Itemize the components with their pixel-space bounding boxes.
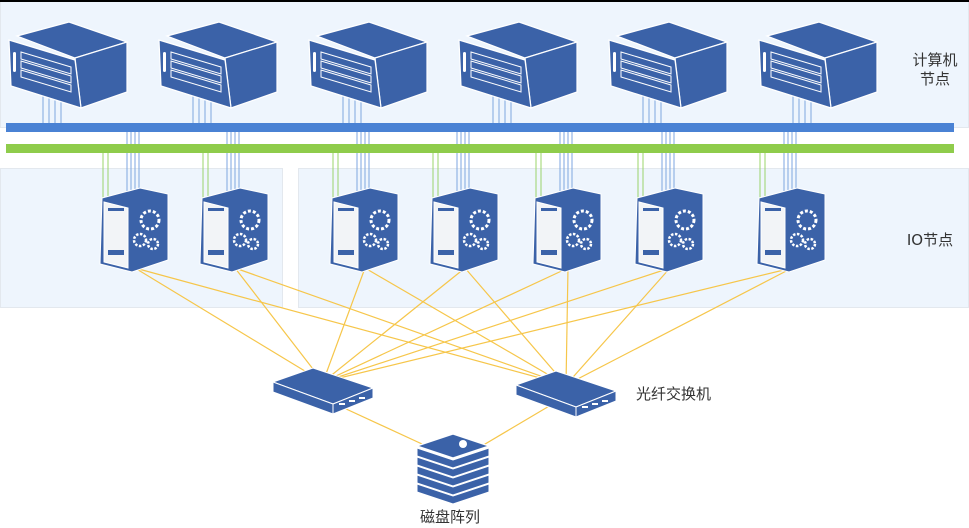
fiber-link bbox=[134, 267, 324, 383]
gear-icon bbox=[565, 232, 581, 248]
fiber-link bbox=[330, 401, 436, 451]
top-border bbox=[0, 0, 969, 2]
bus-wires bbox=[42, 95, 812, 200]
infiniband-bus bbox=[6, 144, 954, 153]
gear-icon bbox=[376, 237, 390, 251]
fiber-link bbox=[322, 267, 671, 383]
io-band-right bbox=[298, 168, 969, 308]
gear-icon bbox=[667, 232, 683, 248]
gear-icon bbox=[796, 209, 818, 231]
compute-nodes-label: 计算机 节点 bbox=[905, 51, 965, 89]
fiber-link bbox=[322, 267, 366, 383]
gear-icon bbox=[246, 237, 260, 251]
gear-icon bbox=[132, 232, 148, 248]
gear-icon bbox=[369, 209, 391, 231]
gear-icon bbox=[146, 237, 160, 251]
gear-icon bbox=[579, 237, 593, 251]
fiber-link bbox=[234, 267, 567, 386]
gear-icon bbox=[232, 232, 248, 248]
gear-icon bbox=[681, 237, 695, 251]
io-nodes-label: IO节点 bbox=[906, 231, 954, 249]
disk-array-label: 磁盘阵列 bbox=[419, 508, 480, 526]
gear-icon bbox=[803, 237, 817, 251]
compute-label-line1: 计算机 bbox=[912, 51, 958, 69]
gear-icon bbox=[572, 209, 594, 231]
buses bbox=[6, 123, 954, 153]
fc-switch-label: 光纤交换机 bbox=[636, 385, 712, 403]
io-node-icon bbox=[532, 187, 602, 273]
fiber-link bbox=[565, 267, 569, 386]
fc-switch-icon bbox=[271, 367, 375, 415]
fiber-link bbox=[565, 267, 793, 386]
io-node-icon bbox=[199, 187, 269, 273]
compute-node-icon bbox=[158, 21, 279, 109]
fiber-link bbox=[234, 267, 324, 383]
gear-icon bbox=[462, 232, 478, 248]
gear-icon bbox=[469, 209, 491, 231]
fiber-link bbox=[322, 267, 793, 383]
io-node-icon bbox=[329, 187, 399, 273]
compute-node-icon bbox=[308, 21, 429, 109]
io-node-icon bbox=[429, 187, 499, 273]
gear-icon bbox=[362, 232, 378, 248]
io-node-icon bbox=[756, 187, 826, 273]
io-node-icon bbox=[634, 187, 704, 273]
fiber-link bbox=[322, 267, 569, 383]
fiber-link bbox=[322, 267, 466, 383]
io-node-icon bbox=[99, 187, 169, 273]
fiber-link bbox=[464, 267, 567, 386]
fiber-link bbox=[134, 267, 567, 386]
fiber-link bbox=[364, 267, 567, 386]
ethernet-bus bbox=[6, 123, 954, 132]
compute-node-icon bbox=[608, 21, 729, 109]
fiber-link bbox=[565, 267, 671, 386]
compute-node-icon bbox=[8, 21, 129, 109]
gear-icon bbox=[139, 209, 161, 231]
compute-node-icon bbox=[458, 21, 579, 109]
fc-switch-icon bbox=[514, 370, 618, 418]
gear-icon bbox=[674, 209, 696, 231]
compute-node-icon bbox=[758, 21, 879, 109]
fiber-link bbox=[474, 404, 552, 451]
gear-icon bbox=[789, 232, 805, 248]
gear-icon bbox=[239, 209, 261, 231]
compute-label-line2: 节点 bbox=[919, 70, 950, 88]
devices bbox=[8, 21, 879, 505]
disk-array-icon bbox=[415, 433, 491, 505]
fiber-links bbox=[134, 267, 793, 451]
gear-icon bbox=[476, 237, 490, 251]
